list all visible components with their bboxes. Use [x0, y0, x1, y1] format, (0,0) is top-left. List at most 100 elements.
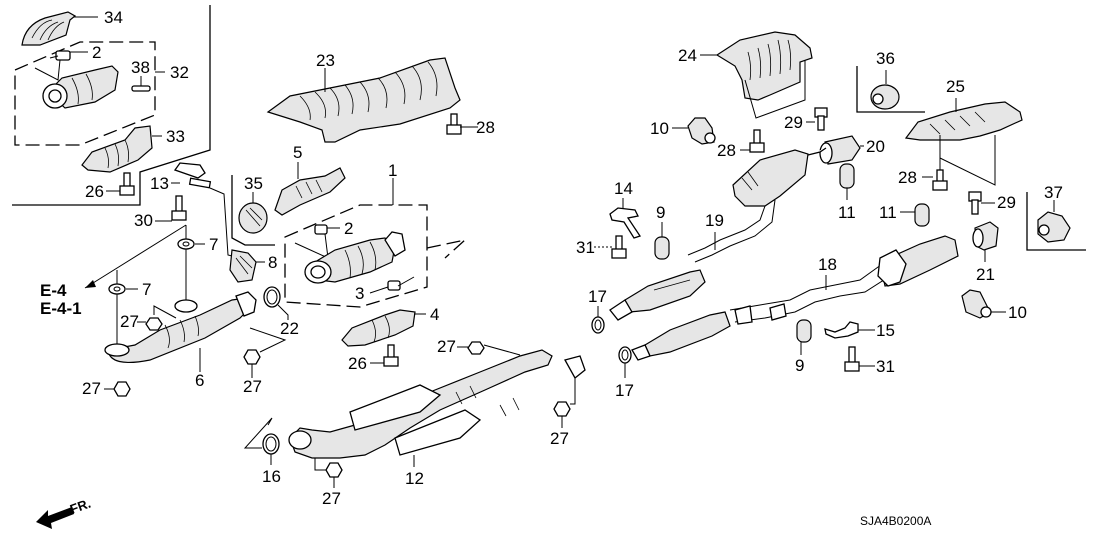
part-7-gasket-lower[interactable]: [108, 283, 126, 295]
part-21-rubber-mount[interactable]: [972, 221, 999, 251]
part-2-bolt-front[interactable]: [314, 224, 328, 235]
part-27-nut-c[interactable]: [113, 381, 131, 397]
callout-31b[interactable]: 31: [876, 357, 895, 376]
callout-34[interactable]: 34: [104, 8, 123, 27]
part-29-bolt-right[interactable]: [968, 191, 982, 215]
callout-11a[interactable]: 11: [838, 203, 856, 222]
callout-13[interactable]: 13: [150, 174, 169, 193]
callout-9a[interactable]: 9: [656, 203, 665, 222]
callout-8[interactable]: 8: [268, 253, 277, 272]
part-38-stud-bolt[interactable]: [131, 85, 151, 92]
part-27-nut-a[interactable]: [145, 317, 163, 331]
callout-15[interactable]: 15: [876, 321, 895, 340]
part-23-heat-baffle[interactable]: [266, 57, 461, 143]
callout-32[interactable]: 32: [170, 63, 189, 82]
callout-31a[interactable]: 31: [576, 238, 595, 257]
callout-29b[interactable]: 29: [997, 193, 1016, 212]
part-29-bolt[interactable]: [814, 107, 828, 131]
callout-22[interactable]: 22: [280, 319, 299, 338]
part-31-bolt-lower[interactable]: [844, 346, 860, 372]
callout-11b[interactable]: 11: [879, 203, 897, 222]
callout-36[interactable]: 36: [876, 49, 895, 68]
callout-17a[interactable]: 17: [588, 287, 607, 306]
callout-1[interactable]: 1: [388, 161, 397, 180]
callout-6[interactable]: 6: [195, 371, 204, 390]
callout-27e[interactable]: 27: [550, 429, 569, 448]
callout-27d[interactable]: 27: [437, 337, 456, 356]
part-28-bolt-rear[interactable]: [749, 129, 765, 153]
callout-29a[interactable]: 29: [784, 113, 803, 132]
part-35-rubber-mount[interactable]: [238, 202, 268, 234]
part-9-hanger-rubber-lower[interactable]: [796, 319, 812, 343]
part-17-gasket-upper[interactable]: [591, 316, 605, 334]
callout-26b[interactable]: 26: [348, 354, 367, 373]
callout-28c[interactable]: 28: [898, 168, 917, 187]
callout-24[interactable]: 24: [678, 46, 697, 65]
part-8-rubber-mount[interactable]: [229, 249, 257, 283]
callout-12[interactable]: 12: [405, 469, 424, 488]
callout-27f[interactable]: 27: [322, 489, 341, 508]
part-10-exhaust-mount-upper[interactable]: [687, 117, 716, 145]
part-22-gasket[interactable]: [263, 286, 281, 308]
ref-link-e4[interactable]: E-4: [40, 281, 67, 300]
callout-33[interactable]: 33: [166, 127, 185, 146]
part-24-heat-baffle[interactable]: [715, 31, 813, 101]
part-32-rear-converter[interactable]: [42, 65, 119, 109]
callout-3[interactable]: 3: [355, 284, 364, 303]
callout-27c[interactable]: 27: [82, 379, 101, 398]
callout-28a[interactable]: 28: [476, 118, 495, 137]
part-26-bolt-center[interactable]: [383, 344, 399, 367]
callout-16[interactable]: 16: [262, 467, 281, 486]
callout-2b[interactable]: 2: [344, 219, 353, 238]
part-11-hanger-rubber-lower[interactable]: [914, 203, 930, 227]
callout-23[interactable]: 23: [316, 51, 335, 70]
callout-35[interactable]: 35: [244, 174, 263, 193]
part-6-exhaust-pipe-a[interactable]: [104, 291, 257, 363]
part-5-converter-cover[interactable]: [274, 167, 346, 216]
part-18-silencer-right[interactable]: [631, 235, 959, 361]
part-7-gasket-upper[interactable]: [177, 238, 195, 250]
part-31-bolt-upper[interactable]: [611, 235, 627, 259]
part-28-bolt-right[interactable]: [932, 169, 948, 191]
part-34-converter-cover[interactable]: [21, 11, 77, 46]
callout-10b[interactable]: 10: [1008, 303, 1027, 322]
callout-9b[interactable]: 9: [795, 356, 804, 375]
part-27-nut-e[interactable]: [553, 401, 571, 417]
callout-5[interactable]: 5: [293, 143, 302, 162]
callout-17b[interactable]: 17: [615, 381, 634, 400]
part-27-nut-f[interactable]: [325, 462, 343, 478]
callout-2a[interactable]: 2: [92, 43, 101, 62]
part-9-hanger-rubber-upper[interactable]: [654, 236, 670, 260]
callout-26a[interactable]: 26: [85, 182, 104, 201]
part-2-bolt[interactable]: [49, 50, 71, 61]
callout-38[interactable]: 38: [131, 58, 150, 77]
callout-10a[interactable]: 10: [650, 119, 669, 138]
part-13-stay[interactable]: [173, 162, 212, 189]
callout-27a[interactable]: 27: [120, 312, 139, 331]
part-20-rubber-mount[interactable]: [819, 135, 861, 165]
part-36-exhaust-mount[interactable]: [870, 84, 900, 110]
callout-37[interactable]: 37: [1044, 183, 1063, 202]
part-30-bolt[interactable]: [171, 195, 187, 221]
callout-20[interactable]: 20: [866, 137, 885, 156]
callout-4[interactable]: 4: [430, 305, 439, 324]
ref-link-e4-1[interactable]: E-4-1: [40, 299, 82, 318]
callout-14[interactable]: 14: [614, 179, 633, 198]
part-11-hanger-rubber-upper[interactable]: [839, 163, 855, 189]
part-15-bracket[interactable]: [824, 321, 859, 339]
callout-7a[interactable]: 7: [209, 235, 218, 254]
part-1-front-converter[interactable]: [304, 231, 406, 284]
part-3-bolt[interactable]: [387, 280, 401, 291]
part-16-gasket[interactable]: [262, 433, 280, 455]
part-17-gasket-lower[interactable]: [618, 346, 632, 364]
callout-28b[interactable]: 28: [717, 141, 736, 160]
callout-18[interactable]: 18: [818, 255, 837, 274]
part-27-nut-b[interactable]: [243, 349, 261, 365]
callout-19[interactable]: 19: [705, 211, 724, 230]
part-10-exhaust-mount-lower[interactable]: [961, 289, 992, 319]
part-14-bracket[interactable]: [609, 207, 642, 239]
callout-25[interactable]: 25: [946, 77, 965, 96]
part-26-bolt[interactable]: [119, 172, 135, 196]
part-19-silencer-left[interactable]: [609, 147, 827, 321]
part-25-heat-baffle[interactable]: [904, 101, 1023, 141]
